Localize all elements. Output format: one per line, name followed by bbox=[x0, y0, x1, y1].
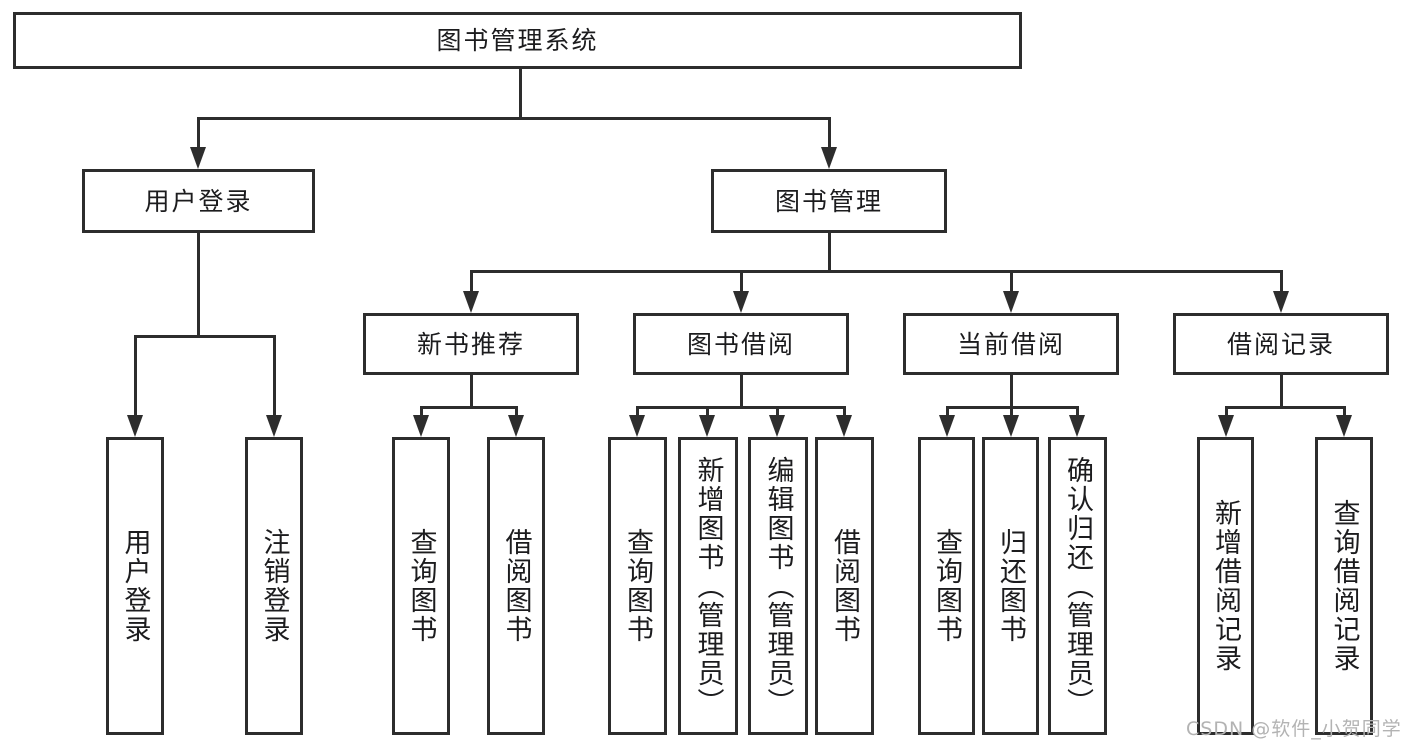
connector-to-leaf-edit-book bbox=[776, 406, 779, 419]
arrowhead-user-login bbox=[190, 147, 206, 169]
node-book-management: 图书管理 bbox=[711, 169, 947, 233]
node-label: 借阅记录 bbox=[1226, 329, 1335, 359]
node-label: 查询借阅记录 bbox=[1328, 499, 1360, 673]
node-label: 归还图书 bbox=[995, 528, 1026, 644]
leaf-user-login: 用户登录 bbox=[106, 437, 164, 735]
arrowhead-leaf-query-books-1 bbox=[413, 415, 429, 437]
arrowhead-leaf-query-books-2 bbox=[629, 415, 645, 437]
arrowhead-leaf-return-book bbox=[1003, 415, 1019, 437]
watermark: CSDN @软件_小贺同学 bbox=[1186, 718, 1402, 740]
node-label: 查询图书 bbox=[931, 528, 962, 644]
connector-to-leaf-query-books-1 bbox=[420, 406, 423, 419]
connector-to-user-login bbox=[197, 117, 200, 150]
arrowhead-book-management bbox=[821, 147, 837, 169]
arrowhead-leaf-add-record bbox=[1218, 415, 1234, 437]
connector-to-book-management bbox=[828, 117, 831, 150]
connector-book-borrowing-trunk bbox=[740, 375, 743, 409]
connector-to-leaf-logout bbox=[273, 335, 276, 419]
node-label: 查询图书 bbox=[405, 528, 437, 644]
connector-to-book-borrowing bbox=[740, 270, 743, 295]
node-user-login: 用户登录 bbox=[82, 169, 315, 233]
leaf-query-books-3: 查询图书 bbox=[918, 437, 975, 735]
connector-to-new-book bbox=[470, 270, 473, 295]
node-label: 查询图书 bbox=[622, 528, 653, 644]
connector-to-leaf-confirm-return bbox=[1076, 406, 1079, 419]
node-new-book-recommendation: 新书推荐 bbox=[363, 313, 579, 375]
leaf-confirm-return-admin: 确认归还（管理员） bbox=[1048, 437, 1107, 735]
arrowhead-new-book bbox=[463, 291, 479, 313]
arrowhead-leaf-add-book bbox=[699, 415, 715, 437]
leaf-borrow-books-2: 借阅图书 bbox=[815, 437, 874, 735]
leaf-query-books-2: 查询图书 bbox=[608, 437, 667, 735]
arrowhead-book-borrowing bbox=[733, 291, 749, 313]
connector-to-leaf-add-book bbox=[706, 406, 709, 419]
node-label: 当前借阅 bbox=[956, 329, 1065, 359]
arrowhead-leaf-borrow-books-1 bbox=[508, 415, 524, 437]
connector-to-leaf-borrow-books-2 bbox=[843, 406, 846, 419]
connector-to-leaf-add-record bbox=[1225, 406, 1228, 419]
leaf-edit-book-admin: 编辑图书（管理员） bbox=[748, 437, 808, 735]
connector-to-leaf-query-books-3 bbox=[946, 406, 949, 419]
connector-borrowing-records-branch bbox=[1225, 406, 1346, 409]
connector-new-book-trunk bbox=[470, 375, 473, 409]
arrowhead-leaf-borrow-books-2 bbox=[836, 415, 852, 437]
connector-to-leaf-query-record bbox=[1343, 406, 1346, 419]
node-label: 注销登录 bbox=[258, 528, 290, 644]
node-label: 新书推荐 bbox=[416, 329, 525, 359]
leaf-query-books-1: 查询图书 bbox=[392, 437, 450, 735]
leaf-borrow-books-1: 借阅图书 bbox=[487, 437, 545, 735]
arrowhead-leaf-user-login bbox=[127, 415, 143, 437]
node-label: 新增借阅记录 bbox=[1210, 499, 1241, 673]
node-label: 新增图书（管理员） bbox=[692, 455, 724, 717]
node-current-borrowing: 当前借阅 bbox=[903, 313, 1119, 375]
connector-book-management-trunk bbox=[828, 233, 831, 273]
node-book-borrowing: 图书借阅 bbox=[633, 313, 849, 375]
arrowhead-leaf-query-books-3 bbox=[939, 415, 955, 437]
node-label: 图书管理系统 bbox=[436, 26, 599, 55]
node-library-management-system: 图书管理系统 bbox=[13, 12, 1022, 69]
leaf-return-book: 归还图书 bbox=[982, 437, 1039, 735]
arrowhead-borrowing-records bbox=[1273, 291, 1289, 313]
leaf-add-borrow-record: 新增借阅记录 bbox=[1197, 437, 1254, 735]
arrowhead-current-borrowing bbox=[1003, 291, 1019, 313]
connector-to-leaf-query-books-2 bbox=[636, 406, 639, 419]
node-label: 借阅图书 bbox=[829, 528, 860, 644]
node-label: 借阅图书 bbox=[500, 528, 532, 644]
connector-user-login-trunk bbox=[197, 233, 200, 338]
leaf-add-book-admin: 新增图书（管理员） bbox=[678, 437, 738, 735]
node-label: 图书借阅 bbox=[686, 329, 795, 359]
connector-to-leaf-return-book bbox=[1010, 406, 1013, 419]
arrowhead-leaf-edit-book bbox=[769, 415, 785, 437]
node-label: 编辑图书（管理员） bbox=[762, 455, 794, 717]
node-label: 用户登录 bbox=[119, 528, 151, 644]
connector-borrowing-records-trunk bbox=[1280, 375, 1283, 409]
arrowhead-leaf-query-record bbox=[1336, 415, 1352, 437]
connector-root-branch bbox=[197, 117, 831, 120]
arrowhead-leaf-logout bbox=[266, 415, 282, 437]
connector-current-borrowing-trunk bbox=[1010, 375, 1013, 409]
connector-new-book-branch bbox=[420, 406, 518, 409]
leaf-logout: 注销登录 bbox=[245, 437, 303, 735]
node-label: 用户登录 bbox=[144, 186, 253, 216]
arrowhead-leaf-confirm-return bbox=[1069, 415, 1085, 437]
leaf-query-borrow-record: 查询借阅记录 bbox=[1315, 437, 1373, 735]
connector-user-login-branch bbox=[134, 335, 276, 338]
node-borrowing-records: 借阅记录 bbox=[1173, 313, 1389, 375]
node-label: 图书管理 bbox=[774, 186, 883, 216]
connector-book-borrowing-branch bbox=[636, 406, 846, 409]
connector-to-current-borrowing bbox=[1010, 270, 1013, 295]
connector-root-trunk bbox=[519, 69, 522, 120]
node-label: 确认归还（管理员） bbox=[1062, 455, 1093, 717]
connector-to-leaf-user-login bbox=[134, 335, 137, 419]
connector-to-leaf-borrow-books-1 bbox=[515, 406, 518, 419]
connector-book-management-branch bbox=[470, 270, 1283, 273]
connector-to-borrowing-records bbox=[1280, 270, 1283, 295]
